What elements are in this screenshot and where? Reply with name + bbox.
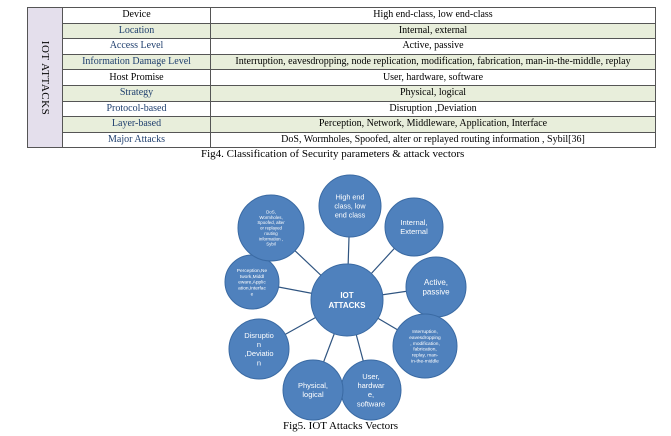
node-protocol-text-line: ,Deviatio [244, 349, 273, 358]
node-location-text-line: External [400, 227, 428, 236]
node-device-text-line: High end [336, 193, 365, 202]
value-cell: Physical, logical [210, 84, 656, 102]
parameter-cell: Information Damage Level [62, 53, 211, 71]
node-major-text-line: Wormholes, [259, 215, 282, 220]
node-layer-text-line: twork,Middl [240, 274, 264, 280]
node-major-text-line: Spoofed, alter [257, 220, 285, 225]
node-major-text-line: Sybil [266, 242, 276, 247]
parameter-cell: Layer-based [62, 116, 211, 133]
node-protocol-text-line: Disruptio [244, 331, 274, 340]
node-major-text-line: information , [259, 236, 283, 241]
node-strategy-text-line: logical [302, 390, 324, 399]
node-device-text-line: end class [335, 210, 366, 219]
value-cell: Perception, Network, Middleware, Applica… [210, 116, 656, 133]
node-major-text-line: or replayed [260, 226, 283, 231]
node-damage-text-line: eavesdropping [409, 335, 441, 341]
node-layer-text-line: ation,Interfac [238, 286, 266, 292]
node-access-text-line: passive [422, 288, 450, 297]
node-strategy: Physical,logical [282, 359, 344, 421]
node-damage: Interruption,eavesdropping, modification… [392, 313, 458, 379]
center-node-text-line: ATTACKS [328, 301, 366, 310]
node-damage-text-line: Interruption, [412, 329, 438, 335]
center-node-circle [310, 263, 384, 337]
node-damage-text-line: replay, man- [412, 352, 439, 358]
node-strategy-circle [282, 359, 344, 421]
node-layer: Perception,Network,Middleware,Applicatio… [224, 254, 280, 310]
node-protocol-text-line: n [257, 340, 261, 349]
node-location: Internal,External [384, 197, 444, 257]
node-device-text-line: class, low [334, 202, 366, 211]
value-cell: DoS, Wormholes, Spoofed, alter or replay… [210, 131, 656, 149]
node-major-text-line: routing [264, 231, 278, 236]
node-host-text-line: e, [368, 390, 374, 399]
node-major-text-line: DoS, [266, 209, 276, 214]
node-layer-text-line: Perception,Ne [237, 268, 268, 274]
node-protocol: Disruption,Deviation [228, 318, 290, 380]
fig4-caption: Fig4. Classification of Security paramet… [201, 148, 465, 160]
node-location-circle [384, 197, 444, 257]
node-damage-text-line: fabrication, [413, 347, 436, 353]
center-node-text-line: IOT [340, 291, 353, 300]
node-host-text-line: User, [362, 372, 380, 381]
node-host-text-line: hardwar [357, 381, 385, 390]
node-strategy-text-line: Physical, [298, 381, 328, 390]
value-cell: Interruption, eavesdropping, node replic… [210, 53, 656, 71]
fig5-caption: Fig5. IOT Attacks Vectors [283, 420, 399, 432]
node-host-text-line: software [357, 399, 385, 408]
node-device-circle [318, 174, 382, 238]
node-protocol-circle [228, 318, 290, 380]
node-protocol-text-line: n [257, 358, 261, 367]
node-layer-text-line: eware,Applic [238, 280, 266, 286]
side-label-cell: IOT ATTACKS [27, 6, 63, 149]
node-layer-text-line: e [251, 292, 254, 297]
node-damage-text-line: , modification, [410, 341, 440, 347]
node-damage-circle [392, 313, 458, 379]
node-host: User,hardware,software [340, 359, 402, 421]
node-location-text-line: Internal, [400, 218, 427, 227]
node-access-text-line: Active, [424, 278, 448, 287]
node-access: Active,passive [405, 256, 467, 318]
parameter-cell: Strategy [62, 84, 211, 102]
node-major-circle [237, 194, 305, 262]
node-damage-text-line: in-the-middle [411, 358, 439, 364]
